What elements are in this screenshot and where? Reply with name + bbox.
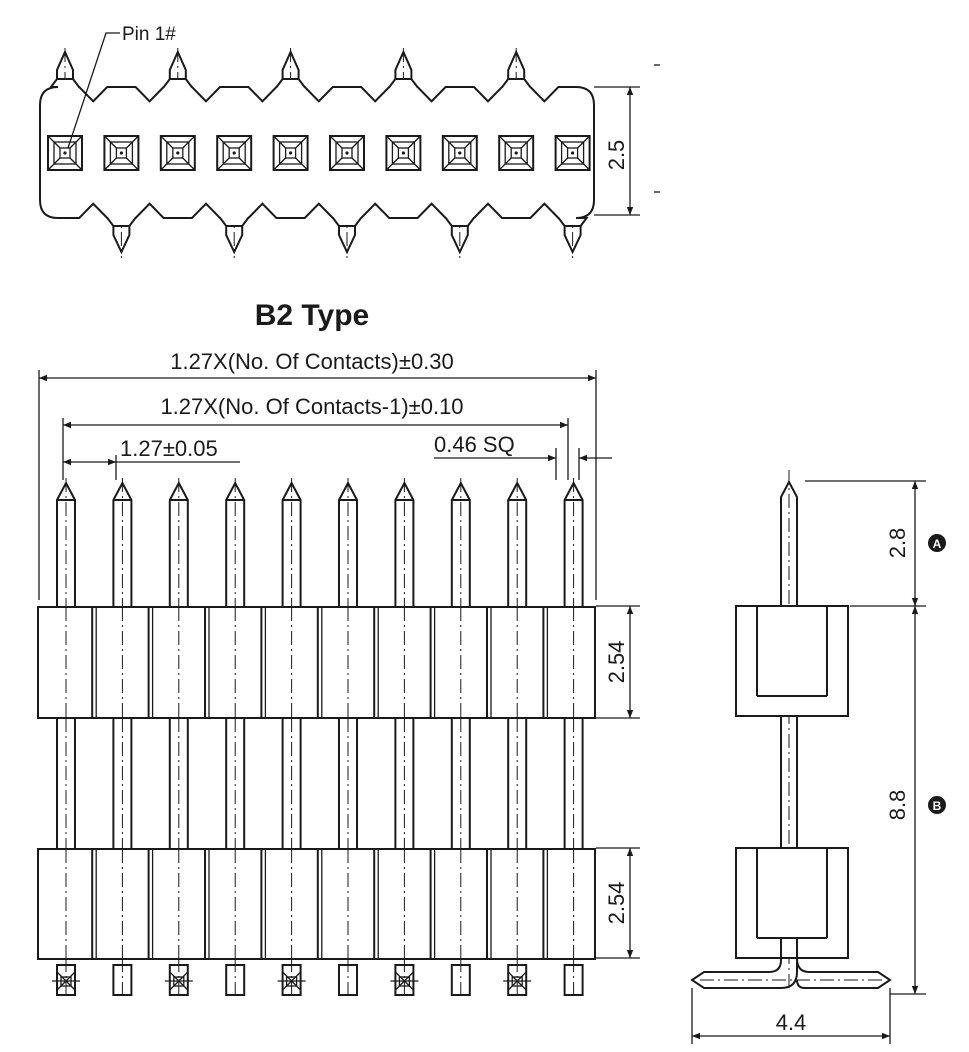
front-view-upper-body <box>37 606 596 719</box>
front-pin <box>450 478 471 995</box>
top-pin-square <box>385 135 422 171</box>
front-pin <box>394 478 415 995</box>
front-pin-tail <box>52 964 80 996</box>
dim-a-label: 2.8 <box>885 528 910 559</box>
front-pin <box>338 478 358 995</box>
top-pin-square <box>498 135 535 171</box>
front-pin <box>507 478 528 995</box>
front-pin <box>168 478 189 995</box>
top-pin-square <box>441 135 478 171</box>
front-view: 1.27X(No. Of Contacts)±0.30 1.27X(No. Of… <box>37 349 640 996</box>
front-pin <box>563 478 584 995</box>
top-pin-tip <box>281 48 300 95</box>
top-pin-tip <box>394 48 413 95</box>
upper-body-height-label: 2.54 <box>604 641 629 684</box>
pin1-label: Pin 1# <box>122 24 176 45</box>
front-pin-tail <box>503 964 532 996</box>
svg-text:A: A <box>933 537 942 551</box>
front-pin-tail <box>225 964 246 996</box>
top-view-housing-outline <box>39 78 595 227</box>
pin1-callout: Pin 1# <box>67 24 176 149</box>
pin-size-label: 0.46 SQ <box>434 432 515 457</box>
front-view-lower-body <box>37 848 596 960</box>
top-pin-square <box>47 135 83 171</box>
top-pin-square <box>329 135 365 171</box>
front-pin <box>281 478 302 995</box>
front-pin-tail <box>338 964 358 996</box>
front-pin-tail <box>450 964 471 996</box>
front-pin <box>112 478 133 995</box>
front-pin <box>225 478 246 995</box>
overall-length-label: 1.27X(No. Of Contacts)±0.30 <box>170 349 454 374</box>
front-view-pin-tails <box>52 964 584 996</box>
top-view: Pin 1# 2.5 <box>39 24 660 258</box>
top-height-dimension: 2.5 <box>594 64 660 216</box>
top-pin-tip <box>507 48 526 95</box>
top-pin-square <box>554 135 591 171</box>
pitch-label: 1.27±0.05 <box>120 436 218 461</box>
top-pin-square <box>216 135 253 171</box>
width-label: 4.4 <box>776 1010 807 1035</box>
front-pin-tail <box>112 964 133 996</box>
page-title: B2 Type <box>255 299 369 332</box>
side-lower-body <box>735 847 849 959</box>
top-view-pin-squares <box>47 135 591 171</box>
top-pin-square <box>159 135 196 171</box>
front-pin-tail <box>390 964 419 996</box>
side-view: 2.8 8.8 A B 4.4 <box>690 470 946 1044</box>
top-view-upper-pins <box>56 48 526 95</box>
front-pin-tail <box>563 964 584 996</box>
dim-a-marker: A <box>928 534 946 552</box>
dim-b-marker: B <box>928 796 946 814</box>
svg-text:B: B <box>933 799 942 813</box>
front-pin <box>56 478 76 995</box>
top-height-label: 2.5 <box>604 140 629 171</box>
front-view-pins <box>56 478 584 995</box>
front-pin-tail <box>164 964 193 996</box>
lower-body-height-label: 2.54 <box>604 882 629 925</box>
side-bent-pin <box>690 938 892 989</box>
dim-b-label: 8.8 <box>885 790 910 821</box>
pin-span-label: 1.27X(No. Of Contacts-1)±0.10 <box>160 394 463 419</box>
front-pin-tail <box>277 964 306 996</box>
top-pin-tip <box>168 48 187 95</box>
top-pin-square <box>103 135 140 171</box>
top-pin-tip <box>56 48 74 95</box>
side-upper-body <box>735 605 849 717</box>
top-pin-square <box>272 135 309 171</box>
